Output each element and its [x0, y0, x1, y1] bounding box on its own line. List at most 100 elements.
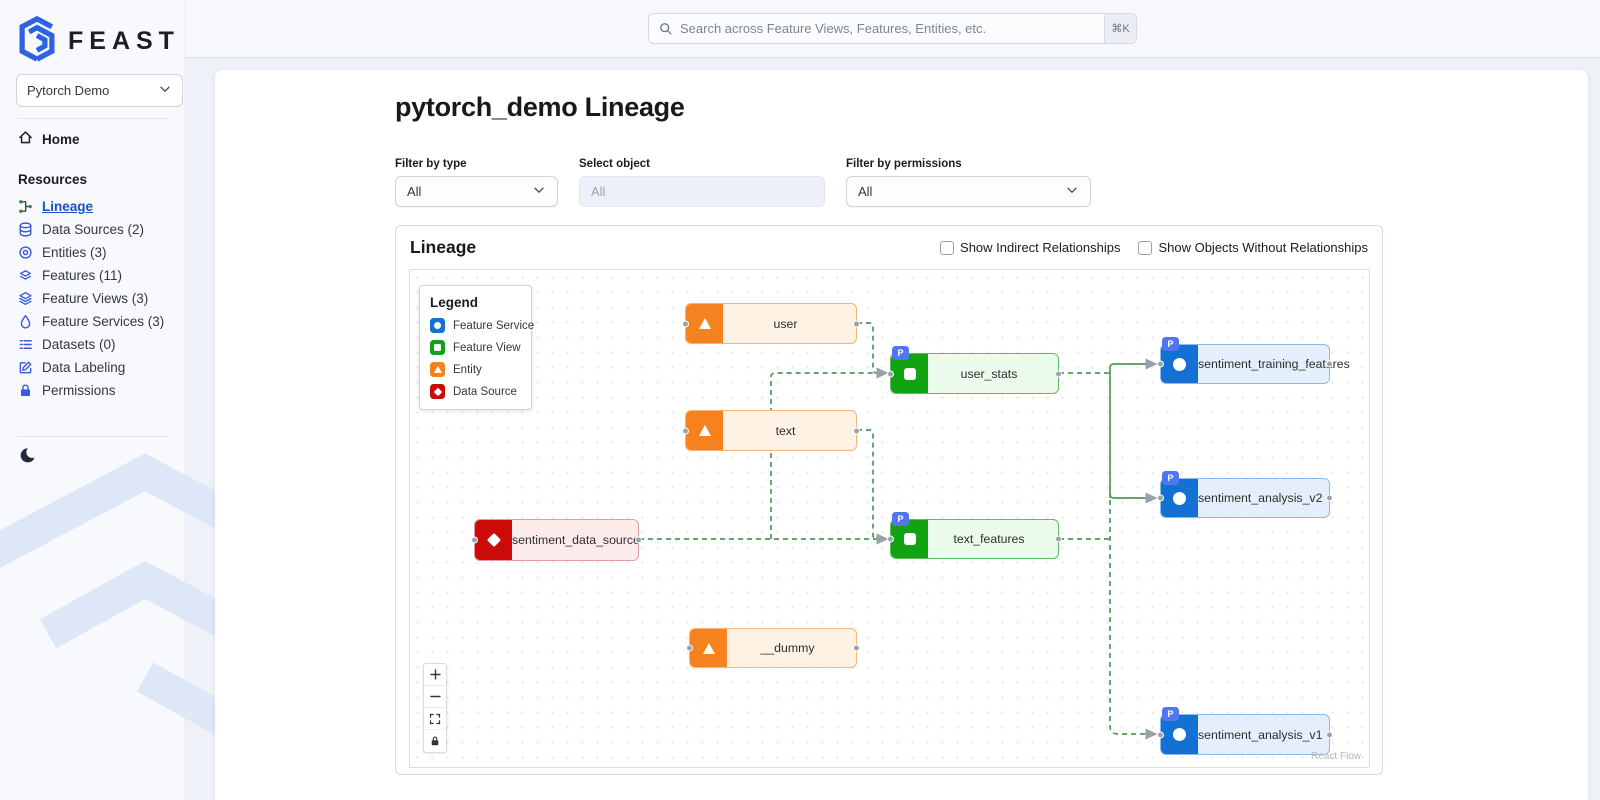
node-handle-right[interactable] — [853, 427, 860, 434]
legend-label: Feature View — [453, 341, 521, 354]
checkbox-group: Show Indirect Relationships Show Objects … — [940, 240, 1368, 255]
sidebar-item-features-11[interactable]: Features (11) — [18, 264, 178, 287]
layers-icon — [18, 291, 33, 306]
node-handle-left[interactable] — [682, 320, 689, 327]
sidebar-item-datasets-0[interactable]: Datasets (0) — [18, 333, 178, 356]
edge-text_features-to-sentiment_analysis_v1 — [1109, 500, 1158, 740]
reactflow-attribution: React Flow — [1310, 751, 1361, 762]
zoom-out-button[interactable] — [424, 686, 446, 708]
node-handle-left[interactable] — [1157, 731, 1164, 738]
feature-view-swatch — [430, 340, 445, 355]
fit-view-button[interactable] — [424, 708, 446, 730]
sidebar-item-permissions[interactable]: Permissions — [18, 379, 178, 402]
graph-node-user[interactable]: user — [682, 303, 860, 344]
node-handle-right[interactable] — [1326, 731, 1333, 738]
object-input[interactable] — [591, 184, 813, 199]
filter-label: Filter by type — [395, 158, 467, 170]
edge-user_stats-to-sentiment_analysis_v2 — [1109, 492, 1158, 504]
zoom-in-button[interactable] — [424, 664, 446, 686]
checkbox-show-indirect-relationships[interactable]: Show Indirect Relationships — [940, 240, 1120, 255]
legend-item-entity: Entity — [430, 362, 521, 377]
project-select[interactable]: Pytorch Demo — [16, 74, 183, 107]
node-label: sentiment_analysis_v2 — [1198, 491, 1323, 505]
node-handle-left[interactable] — [682, 427, 689, 434]
legend-title: Legend — [430, 295, 479, 310]
entity-icon — [686, 304, 723, 343]
node-label: text — [775, 423, 796, 438]
edge-user-to-user_stats — [857, 322, 889, 379]
graph-node-sentiment_analysis_v2[interactable]: sentiment_analysis_v2 P — [1157, 471, 1333, 518]
edge-sentiment_data_source-to-user_stats — [770, 367, 889, 539]
node-handle-left[interactable] — [686, 644, 693, 652]
sidebar-item-label: Entities (3) — [42, 245, 107, 260]
checkbox-show-objects-without-relationships[interactable]: Show Objects Without Relationships — [1138, 240, 1368, 255]
lineage-icon — [18, 199, 33, 214]
entity-icon — [686, 411, 723, 450]
node-handle-right[interactable] — [853, 320, 860, 327]
node-handle-left[interactable] — [1157, 494, 1164, 502]
node-handle-left[interactable] — [887, 535, 894, 543]
sidebar-item-label: Data Sources (2) — [42, 222, 145, 237]
sidebar-item-feature-views-3[interactable]: Feature Views (3) — [18, 287, 178, 310]
node-handle-right[interactable] — [853, 644, 860, 652]
checkbox-box[interactable] — [940, 240, 955, 255]
node-label: user — [773, 316, 798, 331]
feature-view-icon — [891, 520, 928, 558]
sidebar-item-data-sources-2[interactable]: Data Sources (2) — [18, 218, 178, 241]
type-select-value: All — [407, 184, 422, 199]
node-label: user_stats — [960, 366, 1018, 381]
sidebar-item-lineage[interactable]: Lineage — [18, 195, 178, 218]
features-icon — [18, 268, 33, 283]
edge-user_stats-to-sentiment_training_features — [1109, 358, 1158, 498]
legend-label: Feature Service — [453, 319, 535, 332]
checkbox-box[interactable] — [1138, 240, 1153, 255]
sidebar-item-entities-3[interactable]: Entities (3) — [18, 241, 178, 264]
sidebar: FEAST Pytorch Demo Home Resources Lineag… — [0, 0, 185, 800]
node-handle-right[interactable] — [1326, 360, 1333, 368]
resources-header: Resources — [18, 172, 88, 187]
global-search[interactable]: ⌘K — [648, 13, 1137, 44]
graph-node-sentiment_data_source[interactable]: sentiment_data_source — [471, 519, 642, 561]
node-handle-right[interactable] — [1055, 370, 1062, 377]
sidebar-item-home[interactable]: Home — [18, 130, 80, 148]
sidebar-item-label: Features (11) — [42, 268, 123, 283]
permissions-badge: P — [1162, 471, 1179, 485]
object-combobox[interactable] — [579, 176, 825, 207]
type-select[interactable]: All — [395, 176, 558, 207]
node-handle-right[interactable] — [1326, 494, 1333, 502]
sidebar-item-label: Permissions — [42, 383, 116, 398]
node-handle-right[interactable] — [635, 536, 642, 544]
dark-mode-toggle[interactable] — [19, 446, 39, 466]
graph-node-__dummy[interactable]: __dummy — [686, 628, 860, 668]
legend-item-feature-service: Feature Service — [430, 318, 534, 333]
sidebar-item-data-labeling[interactable]: Data Labeling — [18, 356, 178, 379]
filters-row: Filter by type All Select object Filter … — [395, 158, 1091, 207]
lock-button[interactable] — [424, 730, 446, 752]
node-handle-right[interactable] — [1055, 535, 1062, 543]
graph-node-text[interactable]: text — [682, 410, 860, 451]
sidebar-item-label: Feature Services (3) — [42, 314, 165, 329]
node-handle-left[interactable] — [471, 536, 478, 544]
checkbox-label: Show Objects Without Relationships — [1158, 240, 1368, 255]
entities-icon — [18, 245, 33, 260]
node-handle-left[interactable] — [887, 370, 894, 377]
node-handle-left[interactable] — [1157, 360, 1164, 368]
sidebar-item-feature-services-3[interactable]: Feature Services (3) — [18, 310, 178, 333]
select-object: Select object — [579, 158, 825, 207]
data-source-swatch — [430, 384, 445, 399]
brand-name: FEAST — [68, 27, 180, 55]
permissions-badge: P — [1162, 707, 1179, 721]
search-input[interactable] — [680, 21, 1104, 36]
node-label: sentiment_training_features — [1198, 357, 1350, 371]
legend-item-feature-view: Feature View — [430, 340, 521, 355]
permissions-select[interactable]: All — [846, 176, 1091, 207]
chevron-down-icon — [532, 183, 546, 200]
